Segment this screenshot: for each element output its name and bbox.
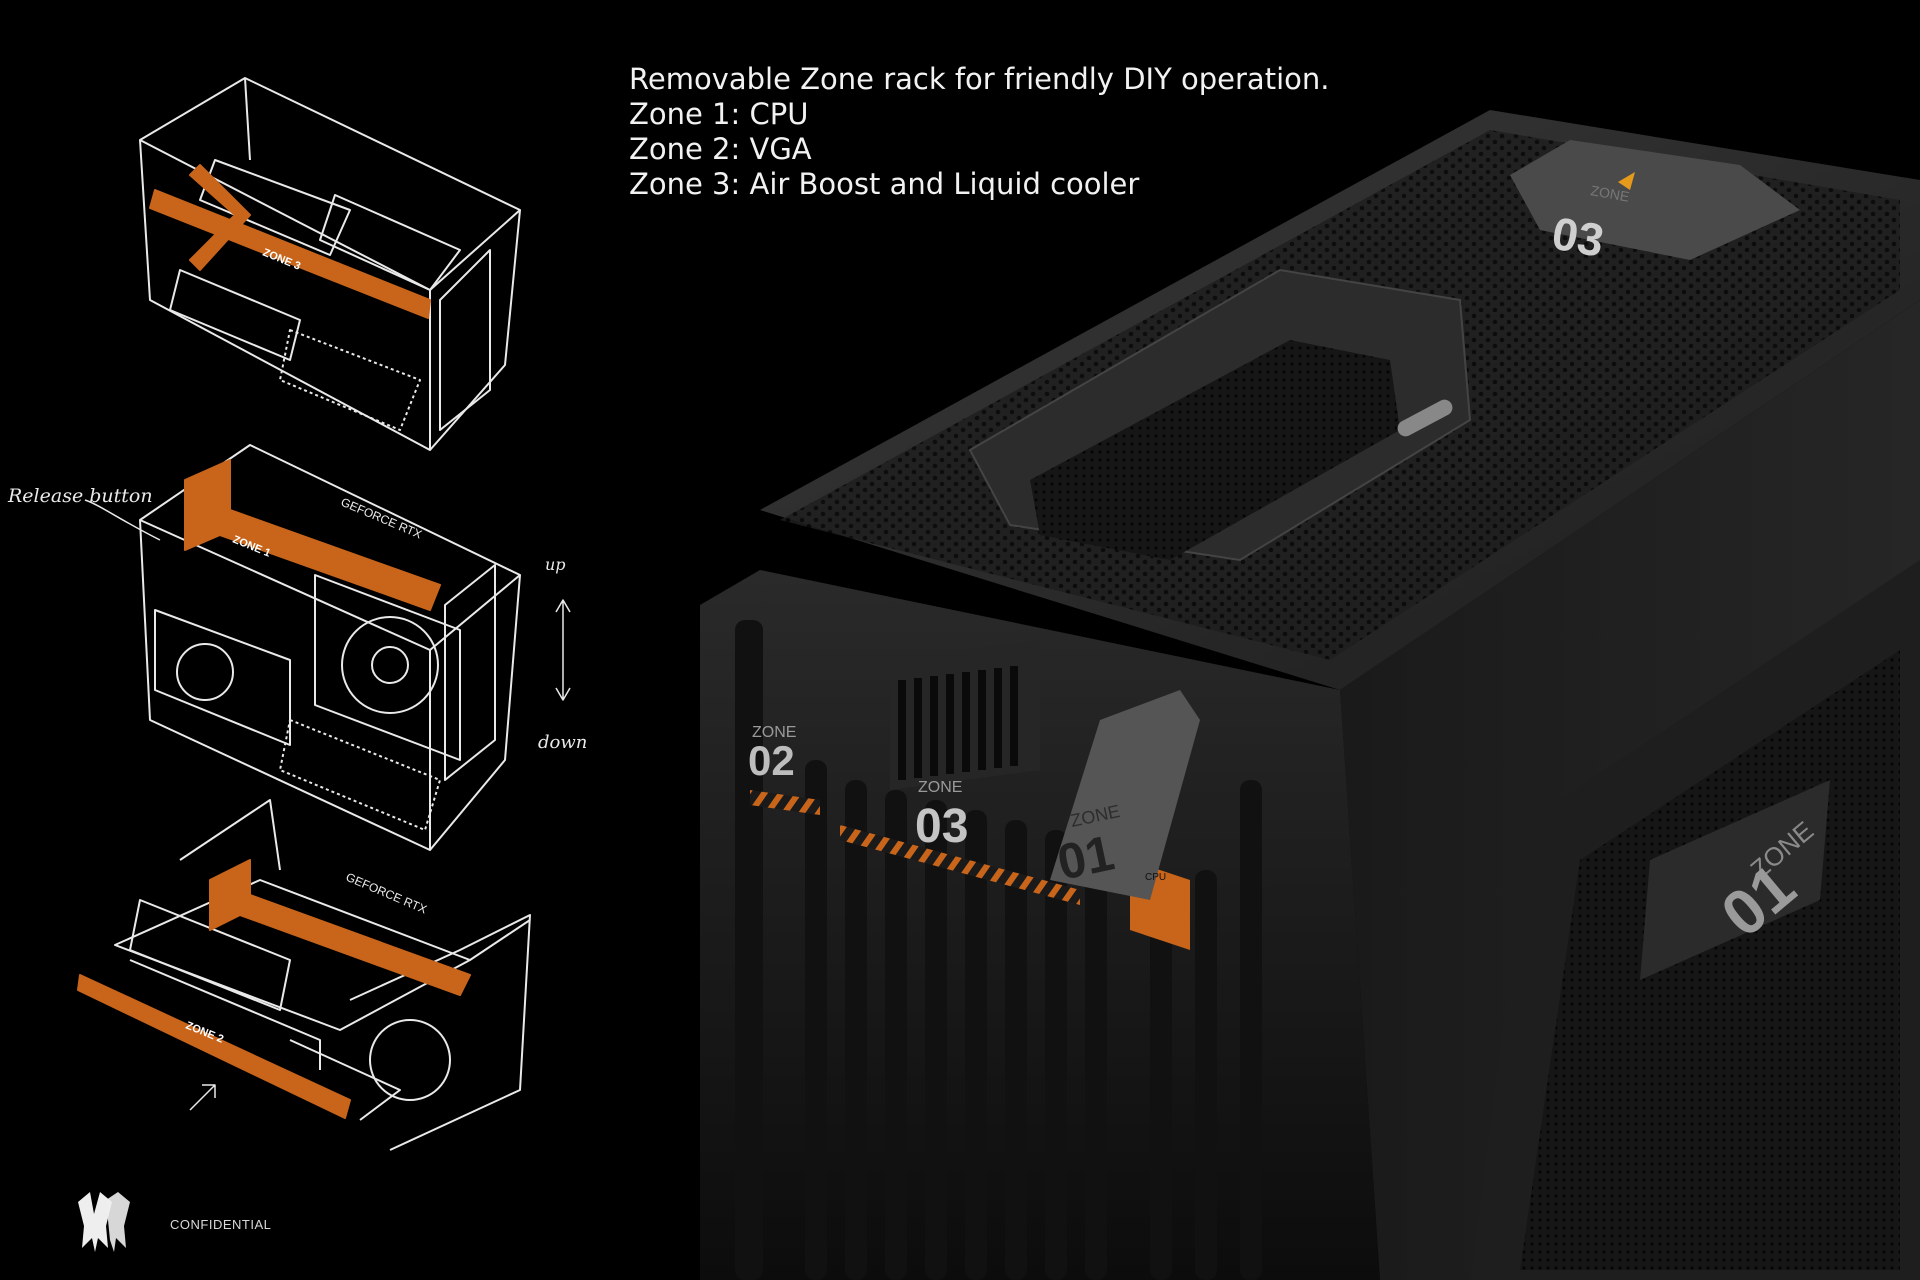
down-note: down (538, 732, 588, 753)
render-label: 03 (915, 800, 968, 853)
sketch-rack-mid (184, 459, 441, 611)
sketch-rack-top (149, 189, 431, 319)
render-label: 01 (1053, 824, 1119, 890)
sketch-panel: ZONE 3 ZONE 1 ZONE 2 GEFORCE RTX GEFORCE… (77, 77, 571, 1151)
render-label: 03 (1548, 207, 1607, 267)
caption-line: Zone 2: VGA (629, 132, 812, 166)
render-label: ZONE (1589, 182, 1630, 205)
caption-line: Zone 3: Air Boost and Liquid cooler (629, 167, 1140, 201)
caption-line: Removable Zone rack for friendly DIY ope… (629, 62, 1330, 96)
render-label: ZONE (918, 779, 962, 796)
zone01-tab[interactable] (1050, 690, 1200, 900)
render-label: 02 (748, 737, 795, 784)
release-button-note: Release button (8, 485, 153, 507)
brand-logo (78, 1192, 130, 1252)
confidential-label: CONFIDENTIAL (170, 1217, 272, 1232)
zone3-top-badge (1510, 140, 1800, 260)
caption: Removable Zone rack for friendly DIY ope… (629, 62, 1329, 202)
sketch-rack-bottom (209, 859, 471, 996)
up-note: up (545, 555, 566, 574)
caption-line: Zone 1: CPU (629, 97, 809, 131)
render-label: ZONE (752, 724, 796, 741)
render-label: CPU (1145, 872, 1166, 883)
sketch-case-top (139, 77, 521, 451)
up-down-arrow (555, 599, 571, 701)
hazard-stripe (840, 825, 1080, 905)
